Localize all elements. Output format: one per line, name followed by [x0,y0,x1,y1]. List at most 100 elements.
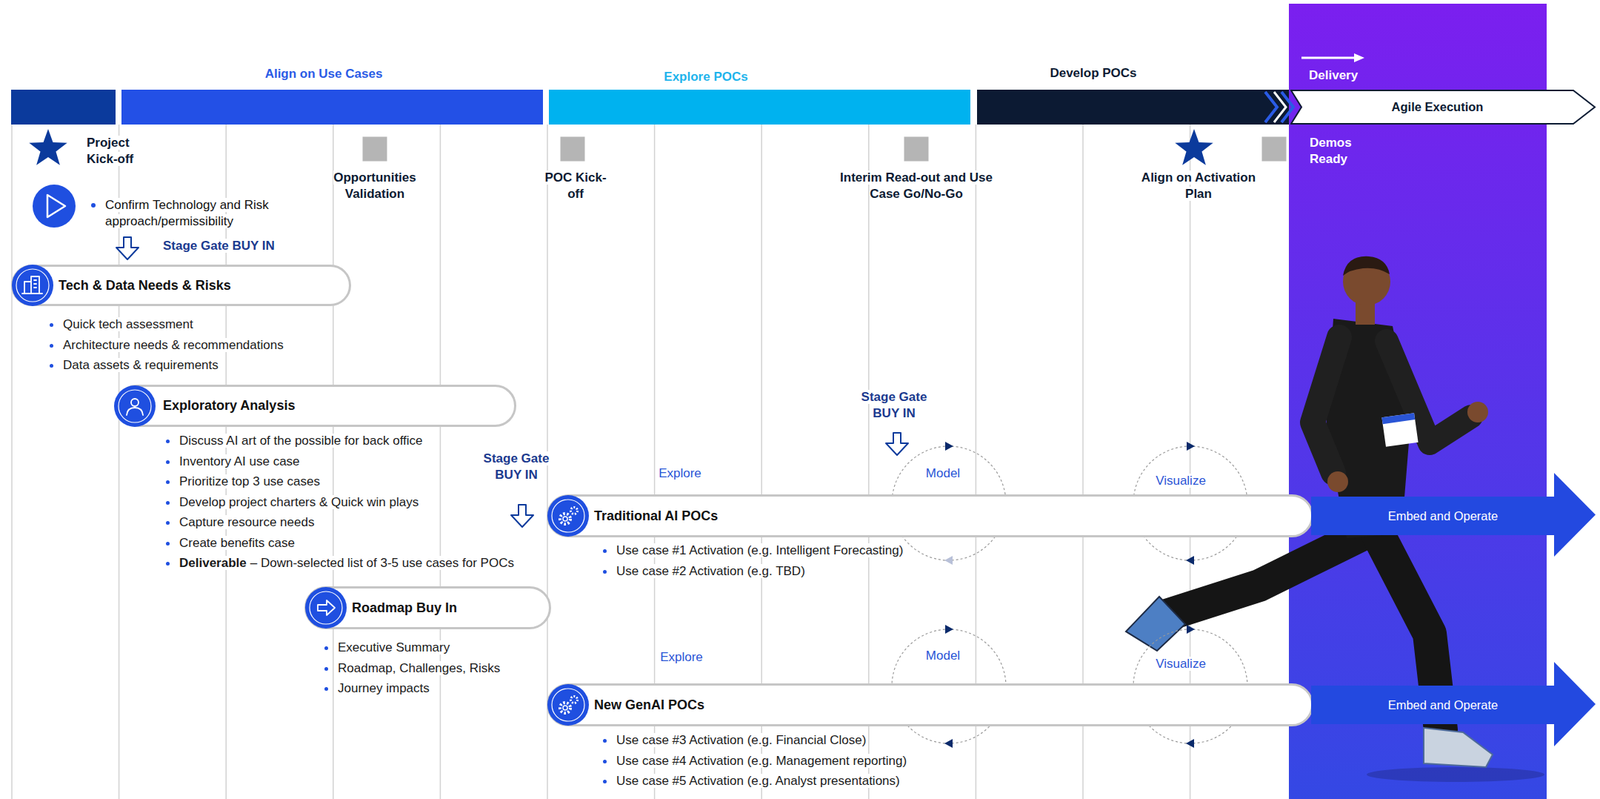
layout-shape [1166,530,1371,615]
layout-shape [1423,727,1493,767]
bullet-item: Create benefits case [179,534,517,552]
layout-shape [114,385,156,427]
bullet-list: Use case #3 Activation (e.g. Financial C… [616,731,1002,794]
cycle-step-label: Visualize [1155,656,1206,671]
stage-gate-label-box: Stage Gate BUY IN [162,237,349,255]
phase-label: Align on Use Cases [265,66,383,81]
cycle-step-label: Model [925,465,960,480]
layout-shape [47,194,66,218]
layout-shape [885,432,909,455]
phase-label-box: Delivery [1308,67,1398,84]
phase-label: Develop POCs [1049,65,1137,80]
icon-glyph [560,702,571,713]
milestone-label-box: Project Kick-off [86,134,158,168]
phase-label-box: Explore POCs [609,68,803,86]
pill-heading: New GenAI POCs [594,685,705,724]
milestone-label-box: Demos Ready [1309,134,1369,168]
layout-shape [1467,401,1489,423]
process-pill: Exploratory AnalysisDiscuss AI art of th… [115,384,517,427]
icon-glyph [317,600,335,615]
bullet-item: Prioritize top 3 use cases [179,473,517,490]
bullet-text: Use case #4 Activation (e.g. Management … [616,753,907,768]
milestone-label-box: Opportunities Validation [322,169,427,203]
layout-shape [1125,596,1186,651]
arrow-shape [1311,472,1596,557]
stage-gate-label: Stage Gate BUY IN [483,451,550,482]
pill-icon [113,384,157,428]
bullet-text: Data assets & requirements [62,357,219,372]
layout-shape [28,128,67,166]
icon-ring [551,688,585,721]
bullet-text: Use case #5 Activation (e.g. Analyst pre… [616,773,900,788]
icon-ring [309,591,343,624]
layout-shape [944,738,953,748]
layout-shape [11,124,13,799]
bullet-text: Create benefits case [179,535,295,550]
icon-glyph [571,696,578,703]
cycle-step-label: Visualize [1155,473,1206,488]
arrow-label: Embed and Operate [1311,496,1575,535]
process-pill: Tech & Data Needs & RisksQuick tech asse… [11,264,352,306]
pill-icon [11,263,55,307]
layout-shape [1327,471,1349,492]
layout-shape [362,137,388,162]
icon-glyph [571,507,578,515]
icon-ring [118,389,152,423]
cycle-step-label: Model [925,648,960,663]
layout-shape [1186,441,1195,451]
layout-shape [1174,128,1213,166]
phase-bars [11,89,1294,125]
bullet-list: Quick tech assessmentArchitecture needs … [62,316,375,378]
layout-shape [121,89,543,125]
layout-shape [945,441,954,451]
cycle-step-label-box: Explore [635,465,725,482]
bullet-item: Use case #2 Activation (e.g. TBD) [616,562,1002,580]
bullet-item: Use case #3 Activation (e.g. Financial C… [616,731,1002,749]
outcome-arrow: Embed and Operate [1311,661,1598,746]
bullet-text: – Down-selected list of 3-5 use cases fo… [250,555,515,570]
stage-gate-label-box: Stage Gate BUY IN [851,388,938,422]
cycle-step-label-box: Model [898,465,988,482]
stage-gate-label-box: Stage Gate BUY IN [474,450,560,483]
layout-shape [904,137,929,162]
phase-label-box: Align on Use Cases [212,65,435,83]
pill-icon [546,682,590,726]
bullet-text: Quick tech assessment [62,317,194,332]
layout-shape [548,89,971,125]
delivery-arrow [1301,53,1365,63]
bullet-text: Deliverable [179,555,247,570]
bullet-item: Roadmap, Challenges, Risks [337,660,575,677]
icon-ring [551,499,585,532]
bullet-text: Use case #1 Activation (e.g. Intelligent… [616,542,903,558]
milestone-star [1174,128,1213,166]
bullet-item: Journey impacts [337,680,575,697]
cycle-step-label: Explore [660,649,703,664]
bullet-text: Prioritize top 3 use cases [179,474,320,489]
cycle-step-label-box: Model [898,647,988,664]
arrow-shape [1311,661,1596,746]
bullet-list: Discuss AI art of the possible for back … [179,432,517,576]
process-pill: New GenAI POCsUse case #3 Activation (e.… [546,682,1314,726]
milestone-label: Interim Read-out and Use Case Go/No-Go [840,170,993,201]
arrow-label: Embed and Operate [1311,685,1575,724]
milestone-star [28,128,67,166]
icon-disc [305,586,347,629]
layout-shape [1185,738,1195,748]
bullet-item: Inventory AI use case [179,453,517,470]
layout-shape [1381,412,1415,424]
icon-glyph [562,705,568,710]
icon-glyph [560,513,571,524]
process-pill: Roadmap Buy InExecutive SummaryRoadmap, … [304,585,552,629]
layout-shape [116,237,139,260]
bullet-text: Journey impacts [337,680,430,695]
bullet-list: Use case #1 Activation (e.g. Intelligent… [616,542,1002,583]
bullet-item: Deliverable– Down-selected list of 3-5 u… [179,554,517,572]
bullet-item: Executive Summary [337,639,575,656]
layout-shape [332,124,335,799]
layout-shape [91,202,96,208]
pill-heading: Roadmap Buy In [351,588,458,627]
bullet-item: Quick tech assessment [62,316,375,333]
layout-shape [547,683,589,726]
icon-disc [547,683,589,726]
